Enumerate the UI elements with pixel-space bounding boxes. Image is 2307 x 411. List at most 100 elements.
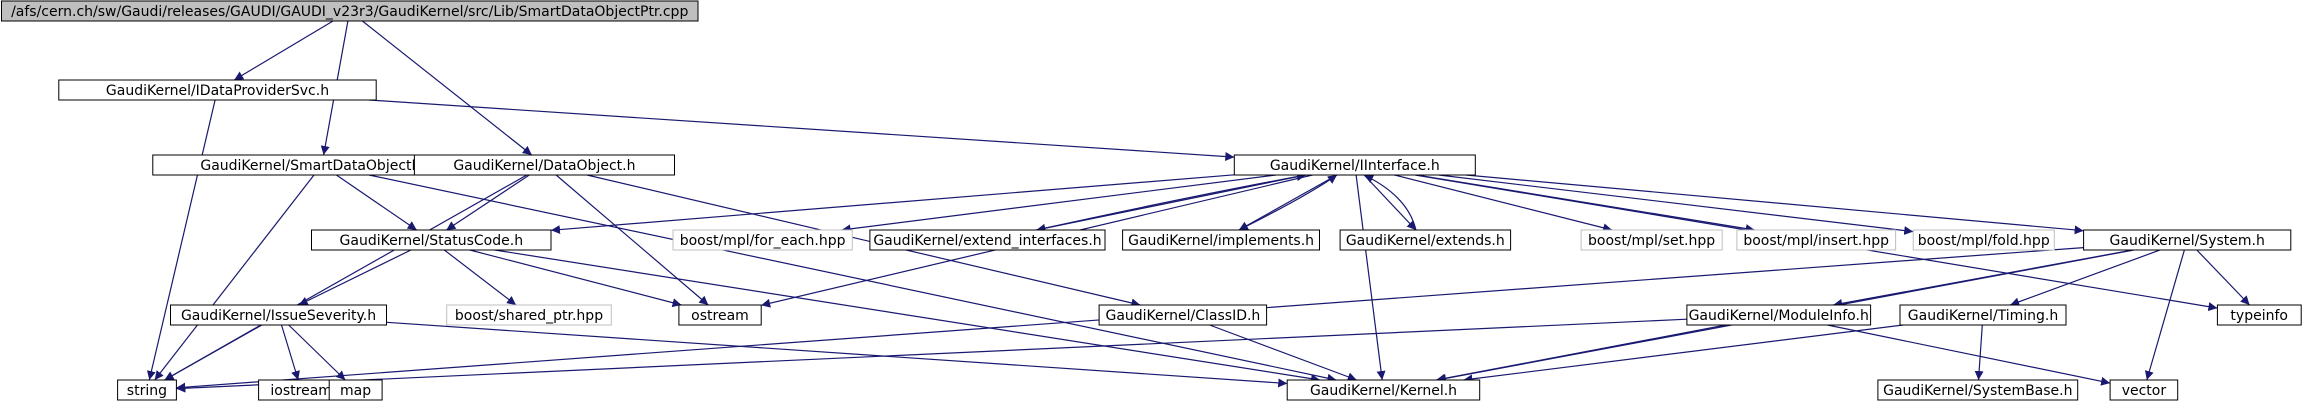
- node-string-label: string: [127, 383, 167, 399]
- node-string[interactable]: string: [117, 379, 177, 401]
- node-systembase-label: GaudiKernel/SystemBase.h: [1883, 383, 2072, 399]
- node-timing[interactable]: GaudiKernel/Timing.h: [1899, 304, 2067, 326]
- edge-issueseverity-to-map: [288, 324, 346, 381]
- node-issueseverity-label: GaudiKernel/IssueSeverity.h: [181, 308, 376, 324]
- node-mplfold: boost/mpl/fold.hpp: [1912, 229, 2055, 251]
- edge-dataobject-to-ostream: [555, 174, 709, 306]
- node-iinterface-box: [1233, 154, 1476, 176]
- node-kernel-label: GaudiKernel/Kernel.h: [1310, 383, 1457, 399]
- node-smartptr_h[interactable]: GaudiKernel/SmartDataObjectPtr.h: [152, 154, 492, 176]
- node-map[interactable]: map: [328, 379, 383, 401]
- node-mplinsert-label: boost/mpl/insert.hpp: [1743, 233, 1889, 249]
- edge-dataobject-to-classid: [586, 174, 1141, 308]
- node-smartptr_h-label: GaudiKernel/SmartDataObjectPtr.h: [200, 158, 443, 174]
- edge-system-to-timing: [2009, 249, 2161, 307]
- node-issueseverity[interactable]: GaudiKernel/IssueSeverity.h: [170, 304, 387, 326]
- edge-iinterface-to-statuscode: [550, 174, 1235, 235]
- node-mplset-label: boost/mpl/set.hpp: [1588, 233, 1715, 249]
- edge-timing-to-systembase: [1974, 324, 1984, 381]
- node-string-box: [117, 379, 177, 401]
- node-sharedptr: boost/shared_ptr.hpp: [446, 304, 612, 326]
- edge-iinterface-to-mplfold: [1438, 174, 1914, 236]
- node-extends-label: GaudiKernel/extends.h: [1346, 233, 1505, 249]
- node-dataobject-label: GaudiKernel/DataObject.h: [453, 158, 635, 174]
- edge-iinterface-to-system: [1465, 174, 2084, 235]
- edge-idataprov-to-iinterface: [369, 99, 1235, 161]
- node-dataobject-box: [413, 154, 675, 176]
- node-foreach-box: [672, 229, 853, 251]
- edge-implements-to-iinterface: [1238, 174, 1338, 231]
- node-classid-box: [1098, 304, 1268, 326]
- node-system-box: [2083, 229, 2292, 251]
- node-typeinfo[interactable]: typeinfo: [2216, 304, 2302, 326]
- node-iinterface-label: GaudiKernel/IInterface.h: [1270, 158, 1440, 174]
- node-vector-label: vector: [2122, 383, 2167, 399]
- node-extends-box: [1339, 229, 1512, 251]
- node-vector[interactable]: vector: [2109, 379, 2179, 401]
- node-implements[interactable]: GaudiKernel/implements.h: [1122, 229, 1320, 251]
- dependency-edges: [146, 20, 2251, 393]
- edge-statuscode-to-ostream: [469, 249, 682, 308]
- node-systembase[interactable]: GaudiKernel/SystemBase.h: [1877, 379, 2079, 401]
- node-timing-label: GaudiKernel/Timing.h: [1908, 308, 2058, 324]
- node-root-box: [1, 0, 699, 22]
- node-mplfold-label: boost/mpl/fold.hpp: [1918, 233, 2050, 249]
- node-implements-label: GaudiKernel/implements.h: [1128, 233, 1314, 249]
- node-dataobject[interactable]: GaudiKernel/DataObject.h: [413, 154, 675, 176]
- edge-iinterface-to-kernel: [1355, 174, 1386, 381]
- edge-smartptr_h-to-statuscode: [336, 174, 418, 231]
- node-iostream[interactable]: iostream: [258, 379, 345, 401]
- edge-classid-to-kernel: [1209, 324, 1357, 382]
- node-mplset: boost/mpl/set.hpp: [1580, 229, 1723, 251]
- node-ostream-label: ostream: [691, 308, 749, 324]
- node-statuscode[interactable]: GaudiKernel/StatusCode.h: [311, 229, 552, 251]
- node-mplfold-box: [1912, 229, 2055, 251]
- edge-iinterface-to-implements: [1238, 174, 1338, 231]
- node-extend_if-label: GaudiKernel/extend_interfaces.h: [873, 233, 1101, 249]
- node-extend_if-box: [869, 229, 1106, 251]
- node-vector-box: [2109, 379, 2179, 401]
- node-issueseverity-box: [170, 304, 387, 326]
- node-ostream[interactable]: ostream: [678, 304, 762, 326]
- node-map-box: [328, 379, 383, 401]
- node-statuscode-box: [311, 229, 552, 251]
- edge-iinterface-to-mplset: [1394, 174, 1613, 233]
- node-typeinfo-label: typeinfo: [2230, 308, 2288, 324]
- node-timing-box: [1899, 304, 2067, 326]
- node-classid[interactable]: GaudiKernel/ClassID.h: [1098, 304, 1268, 326]
- node-classid-label: GaudiKernel/ClassID.h: [1105, 308, 1260, 324]
- edge-idataprov-to-string: [146, 99, 216, 381]
- edge-iinterface-to-extends: [1363, 174, 1417, 231]
- node-iostream-label: iostream: [270, 383, 332, 399]
- node-moduleinfo[interactable]: GaudiKernel/ModuleInfo.h: [1686, 304, 1872, 326]
- node-implements-box: [1122, 229, 1320, 251]
- edge-root-to-idataprov: [233, 20, 334, 81]
- node-moduleinfo-label: GaudiKernel/ModuleInfo.h: [1689, 308, 1869, 324]
- edge-dataobject-to-statuscode: [446, 174, 530, 231]
- node-sharedptr-box: [446, 304, 612, 326]
- node-ostream-box: [678, 304, 762, 326]
- node-idataprov-box: [58, 79, 377, 101]
- node-kernel-box: [1286, 379, 1481, 401]
- edge-issueseverity-to-iostream: [280, 324, 300, 381]
- edge-statuscode-to-kernel: [494, 249, 1321, 384]
- edge-extends-to-iinterface: [1363, 174, 1417, 231]
- edge-extend_if-to-iinterface: [1036, 172, 1306, 231]
- edge-smartptr_h-to-string: [154, 174, 315, 381]
- node-idataprov[interactable]: GaudiKernel/IDataProviderSvc.h: [58, 79, 377, 101]
- node-foreach-label: boost/mpl/for_each.hpp: [680, 233, 846, 249]
- edge-moduleinfo-to-vector: [1827, 324, 2111, 386]
- node-iinterface[interactable]: GaudiKernel/IInterface.h: [1233, 154, 1476, 176]
- edge-timing-to-kernel: [1463, 324, 1904, 384]
- edge-root-to-dataobject: [362, 20, 533, 156]
- node-kernel[interactable]: GaudiKernel/Kernel.h: [1286, 379, 1481, 401]
- node-typeinfo-box: [2216, 304, 2302, 326]
- node-root[interactable]: /afs/cern.ch/sw/Gaudi/releases/GAUDI/GAU…: [1, 0, 699, 22]
- node-system[interactable]: GaudiKernel/System.h: [2083, 229, 2292, 251]
- node-system-label: GaudiKernel/System.h: [2110, 233, 2265, 249]
- node-extend_if[interactable]: GaudiKernel/extend_interfaces.h: [869, 229, 1106, 251]
- node-statuscode-label: GaudiKernel/StatusCode.h: [340, 233, 524, 249]
- node-mplinsert-box: [1736, 229, 1897, 251]
- node-extends[interactable]: GaudiKernel/extends.h: [1339, 229, 1512, 251]
- edge-moduleinfo-to-kernel: [1436, 324, 1727, 383]
